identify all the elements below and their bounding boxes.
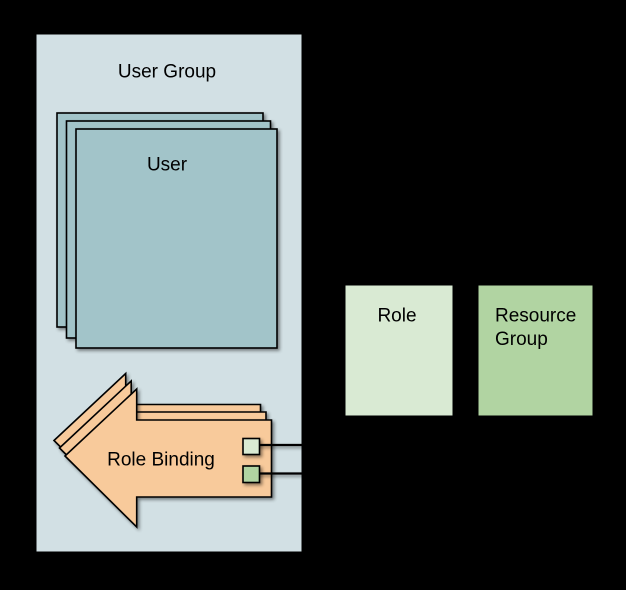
user-group-label: User Group xyxy=(118,62,216,83)
resource-group-label-line1: Resource xyxy=(495,306,576,327)
connector-marker-role xyxy=(242,437,261,456)
role-binding-label: Role Binding xyxy=(107,450,215,471)
role-box xyxy=(344,284,454,417)
user-card-front xyxy=(75,128,278,349)
role-binding-arrow-front xyxy=(63,387,273,529)
resource-group-label-line2: Group xyxy=(495,329,548,350)
connector-marker-resource-group xyxy=(242,465,261,484)
resource-group-box xyxy=(477,284,594,417)
role-label: Role xyxy=(377,306,416,327)
user-label: User xyxy=(147,155,188,176)
